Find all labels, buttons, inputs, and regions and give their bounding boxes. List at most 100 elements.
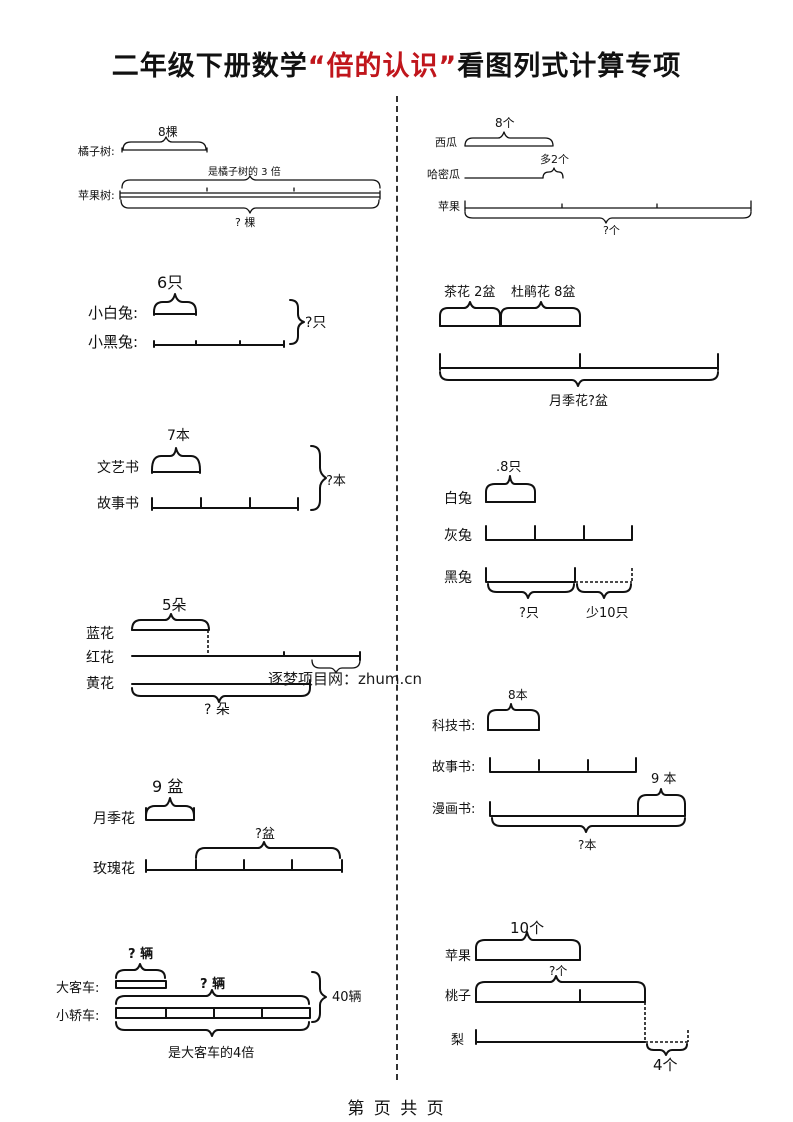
p11-dashed-less — [644, 1002, 689, 1043]
p5-brace-top — [145, 797, 195, 817]
p4-brace-bottom — [131, 687, 311, 703]
p8-question: 月季花?盆 — [549, 393, 608, 409]
p4-row2-label: 红花 — [86, 650, 114, 666]
p10-question: ?本 — [578, 838, 596, 852]
p8-seg1-label: 茶花 2盆 — [444, 284, 495, 300]
p6-bar-row2-ticks — [165, 1007, 263, 1019]
p11-less-value: 4个 — [653, 1056, 678, 1074]
p9-row3-label: 黑兔 — [444, 570, 472, 586]
p5-brace-question — [195, 841, 341, 859]
p8-seg2-label: 杜鹃花 8盆 — [511, 284, 575, 300]
p6-total: 40辆 — [332, 990, 362, 1005]
page-title: 二年级下册数学“倍的认识”看图列式计算专项 — [0, 44, 793, 83]
p11-bar-row2 — [475, 989, 646, 1003]
p1-question: ? 棵 — [235, 215, 255, 229]
p10-bar-row3 — [489, 801, 686, 817]
p7-top-value: 8个 — [495, 116, 515, 130]
p9-less-value: 少10只 — [586, 606, 629, 621]
p11-row1-label: 苹果 — [445, 949, 471, 964]
problem-3-books: 7本 文艺书 故事书 ?本 — [97, 428, 346, 512]
p4-top-value: 5朵 — [162, 596, 187, 614]
p2-top-value: 6只 — [157, 273, 183, 292]
problem-11-fruits: 10个 苹果 ?个 桃子 梨 4个 — [445, 919, 689, 1074]
problem-8-flower-pots: 茶花 2盆 杜鹃花 8盆 月季花?盆 — [439, 284, 719, 409]
p6-mid-question: ? 辆 — [200, 976, 225, 992]
p9-row1-label: 白兔 — [444, 491, 472, 507]
p7-more-value: 多2个 — [540, 152, 569, 166]
p10-extra-value: 9 本 — [651, 772, 676, 787]
p2-row1-label: 小白兔: — [88, 304, 138, 322]
problem-7-fruits: 8个 西瓜 多2个 哈密瓜 苹果 ?个 — [427, 116, 752, 237]
p9-row2-label: 灰兔 — [444, 528, 472, 544]
p2-brace-top — [153, 293, 197, 313]
p1-bar-row1 — [121, 147, 208, 153]
title-part-3: 看图列式计算专项 — [457, 51, 682, 82]
p8-bar-bottom — [439, 353, 719, 371]
p1-bar-row2 — [119, 187, 381, 200]
problem-1-orange-apple-trees: 橘子树: 苹果树: 8棵 是橘子树的 3 倍 ? 棵 — [78, 124, 381, 229]
problem-4-flowers: 5朵 蓝花 红花 黄花 ? 朵 — [86, 596, 361, 718]
p7-row2-label: 哈密瓜 — [427, 167, 460, 181]
p5-row1-label: 月季花 — [93, 811, 135, 827]
title-part-2: “倍的认识” — [307, 51, 458, 82]
p2-bar-row1 — [153, 311, 197, 316]
p3-row2-label: 故事书 — [97, 496, 139, 512]
p11-brace-less — [646, 1043, 688, 1056]
p1-row2-label: 苹果树: — [78, 188, 115, 202]
p4-brace-top — [131, 613, 210, 631]
p10-brace-bottom — [491, 817, 686, 833]
problem-10-books: 8本 科技书: 故事书: 9 本 漫画书: ?本 — [432, 688, 686, 852]
p8-brace-seg2 — [500, 301, 581, 327]
p9-bar-row2 — [485, 525, 633, 541]
p6-bar-row1 — [115, 980, 167, 989]
p4-question: ? 朵 — [204, 702, 230, 718]
p10-top-value: 8本 — [508, 688, 528, 702]
p5-question: ?盆 — [255, 827, 275, 842]
p10-row3-label: 漫画书: — [432, 802, 475, 817]
p3-top-value: 7本 — [167, 428, 190, 444]
p9-dashed-less — [575, 568, 633, 583]
p1-row1-label: 橘子树: — [78, 144, 115, 158]
p3-brace-top — [151, 447, 201, 471]
problem-2-rabbits: 6只 小白兔: 小黑兔: ?只 — [88, 273, 326, 351]
problem-6-vehicles: ? 辆 大客车: ? 辆 小轿车: 是大客车的4倍 40辆 — [56, 946, 362, 1061]
p2-question: ?只 — [305, 315, 326, 331]
p10-brace-extra — [637, 788, 686, 817]
page-footer: 第 页 共 页 — [347, 1099, 446, 1119]
p6-brace-mid — [115, 989, 310, 1005]
p1-brace-relation — [121, 175, 381, 189]
p10-row2-label: 故事书: — [432, 760, 475, 775]
p9-brace-question — [487, 583, 575, 599]
p11-brace-top — [475, 931, 581, 961]
column-divider — [396, 96, 398, 1080]
p7-brace-top — [464, 131, 554, 147]
p4-row1-label: 蓝花 — [86, 626, 114, 642]
p4-brace-small — [311, 659, 361, 674]
p4-bar-row2 — [131, 651, 361, 661]
p5-bar-row1 — [145, 807, 195, 821]
p7-question: ?个 — [603, 224, 620, 237]
p4-bar-row3 — [131, 679, 311, 689]
p9-brace-top — [485, 475, 536, 503]
p2-brace-right — [289, 299, 305, 345]
p2-row2-label: 小黑兔: — [88, 333, 138, 351]
watermark: 逐梦项目网：zhum.cn — [268, 670, 423, 688]
p6-row2-label: 小轿车: — [56, 1008, 99, 1024]
p3-bar-row1 — [151, 469, 201, 474]
p9-brace-less — [576, 583, 632, 599]
p4-row3-label: 黄花 — [86, 675, 114, 692]
p5-top-value: 9 盆 — [152, 777, 183, 796]
p3-bar-row2 — [151, 497, 299, 511]
p10-bar-row2 — [489, 757, 637, 773]
p8-brace-seg1 — [439, 301, 501, 327]
p1-brace-top — [122, 136, 207, 151]
title-part-1: 二年级下册数学 — [111, 51, 308, 82]
p3-brace-right — [310, 445, 327, 511]
p11-bar-row3 — [475, 1029, 646, 1045]
p10-brace-top — [487, 703, 540, 731]
p10-row1-label: 科技书: — [432, 719, 475, 734]
p11-top-value: 10个 — [510, 919, 544, 937]
p9-top-value: .8只 — [496, 460, 521, 475]
p6-brace-right — [311, 971, 327, 1023]
